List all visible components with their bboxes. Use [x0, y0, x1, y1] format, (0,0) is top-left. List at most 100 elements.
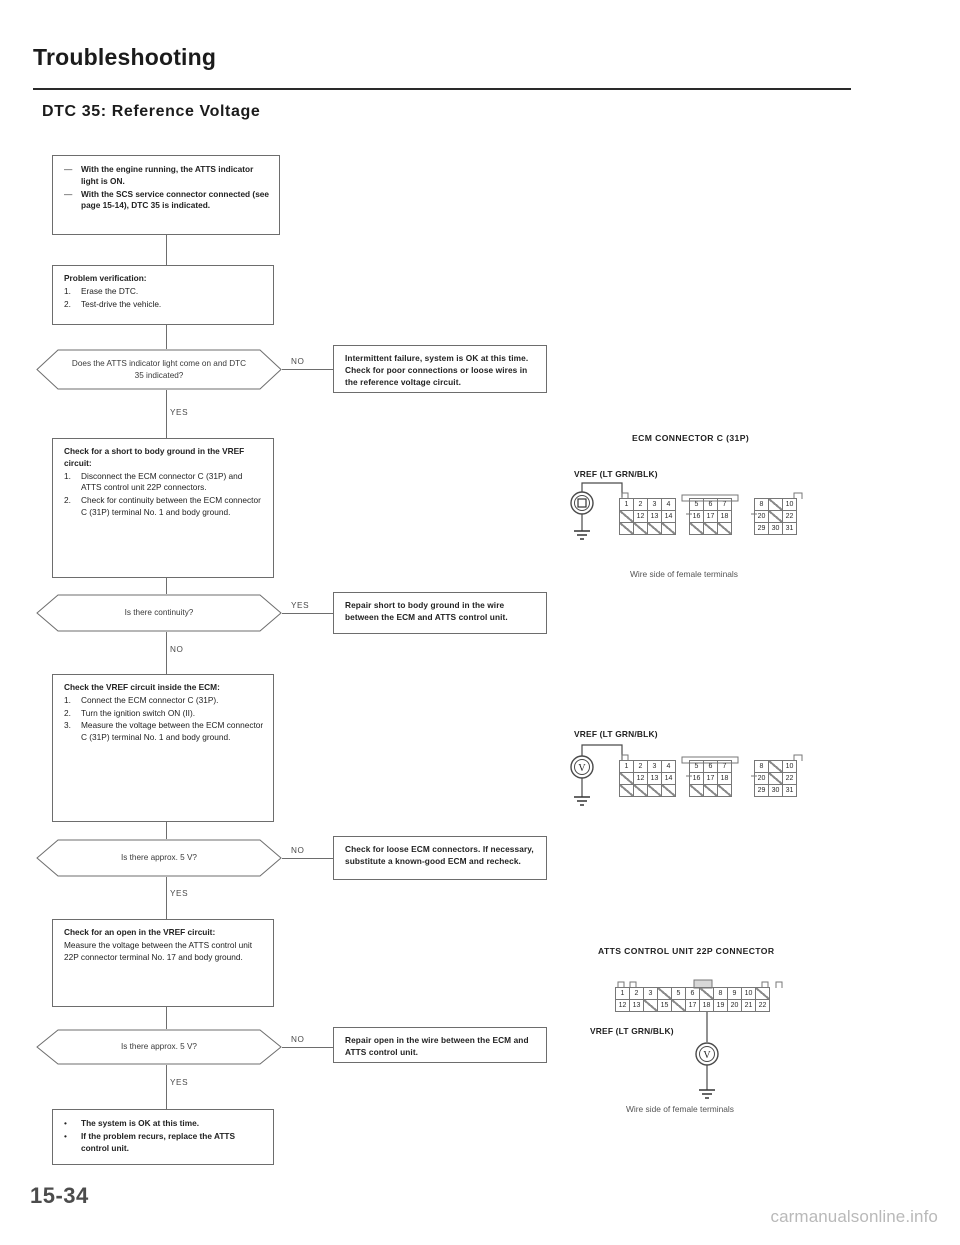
- terminal-row: [619, 784, 676, 797]
- conclusion-box: • The system is OK at this time. • If th…: [52, 1109, 274, 1165]
- svg-text:V: V: [578, 763, 586, 774]
- step-marker: 3.: [64, 720, 71, 731]
- check-open-box: Check for an open in the VREF circuit: M…: [52, 919, 274, 1007]
- flow-connector: [166, 578, 167, 594]
- wire-label: VREF (LT GRN/BLK): [574, 469, 658, 479]
- flow-connector: [282, 613, 333, 614]
- step-marker: 2.: [64, 298, 71, 309]
- header-divider: [33, 88, 851, 90]
- decision-continuity: Is there continuity?: [36, 594, 282, 632]
- check-short-box: Check for a short to body ground in the …: [52, 438, 274, 578]
- terminal-cell: 20: [727, 999, 742, 1012]
- diagram-caption: Wire side of female terminals: [630, 569, 738, 579]
- terminal-group: 8 10 20 22 29 30 31: [754, 760, 797, 797]
- flow-connector: [282, 858, 333, 859]
- terminal-cell-blank: [647, 522, 662, 535]
- terminal-cell-blank: [643, 999, 658, 1012]
- decision-indicator-light: Does the ATTS indicator light come on an…: [36, 349, 282, 390]
- terminal-cell: 15: [657, 999, 672, 1012]
- terminal-cell-blank: [619, 522, 634, 535]
- terminal-cell-blank: [661, 522, 676, 535]
- svg-text:V: V: [703, 1050, 711, 1061]
- terminal-cell: 30: [768, 784, 783, 797]
- terminal-cell: 29: [754, 784, 769, 797]
- terminal-cell: 18: [699, 999, 714, 1012]
- terminal-cell-blank: [647, 784, 662, 797]
- flow-connector: [166, 325, 167, 349]
- terminal-cell-blank: [703, 522, 718, 535]
- hexagon-shape: [36, 349, 282, 390]
- step-marker: 2.: [64, 495, 71, 506]
- step-marker: 1.: [64, 470, 71, 481]
- conclusion-line: • The system is OK at this time.: [64, 1118, 200, 1128]
- diagram-ecm-connector-c-ohmmeter: ECM CONNECTOR C (31P) VREF (LT GRN/BLK) …: [560, 425, 940, 595]
- symptom-box: — With the engine running, the ATTS indi…: [52, 155, 280, 235]
- dash-marker: —: [64, 164, 73, 174]
- symptom-line: — With the SCS service connector connect…: [64, 188, 270, 211]
- symptom-line: — With the engine running, the ATTS indi…: [64, 164, 254, 186]
- problem-verification-box: Problem verification: 1. Erase the DTC. …: [52, 265, 274, 325]
- page-title: Troubleshooting: [33, 44, 217, 70]
- terminal-group: 5 6 7 16 17 18: [689, 760, 732, 797]
- ohmmeter-symbol: [570, 482, 623, 540]
- voltmeter-symbol: V: [570, 744, 623, 806]
- terminal-cell: 22: [755, 999, 770, 1012]
- decision-text: Is there approx. 5 V?: [120, 853, 197, 863]
- terminal-group: 5 6 7 16 17 18: [689, 498, 732, 535]
- terminal-cell: 29: [754, 522, 769, 535]
- section-title: DTC 35: Reference Voltage: [42, 103, 261, 120]
- branch-label-yes: YES: [170, 1078, 189, 1087]
- terminal-row: [689, 522, 732, 535]
- terminal-cell-blank: [661, 784, 676, 797]
- terminal-cell-blank: [717, 522, 732, 535]
- terminal-group: 1 2 3 4 12 13 14: [619, 760, 676, 797]
- hexagon-shape: [36, 1029, 282, 1065]
- terminal-cell-blank: [717, 784, 732, 797]
- step-marker: 1.: [64, 694, 71, 705]
- decision-voltage-atts: Is there approx. 5 V?: [36, 1029, 282, 1065]
- check-ecm-box: Check the VREF circuit inside the ECM: 1…: [52, 674, 274, 822]
- terminal-cell: 17: [685, 999, 700, 1012]
- terminal-cell-blank: [689, 522, 704, 535]
- terminal-row: 29 30 31: [754, 784, 797, 797]
- decision-text: Is there continuity?: [124, 608, 194, 618]
- flow-connector: [166, 1065, 167, 1109]
- step-item: 1. Connect the ECM connector C (31P).: [64, 694, 219, 705]
- decision-voltage-ecm: Is there approx. 5 V?: [36, 839, 282, 877]
- decision-text: Does the ATTS indicator light come on an…: [71, 359, 247, 380]
- terminal-group: 1 2 3 4 12 13 14: [619, 498, 676, 535]
- result-repair-short: Repair short to body ground in the wire …: [333, 592, 547, 634]
- terminal-cell: 31: [782, 522, 797, 535]
- step-item: 2. Test-drive the vehicle.: [64, 298, 162, 309]
- branch-label-no: NO: [291, 1035, 305, 1044]
- flow-connector: [166, 632, 167, 674]
- terminal-group: 1 2 3 5 6 8 9 10 12 13 15 17 18 19: [615, 987, 770, 1012]
- flow-connector: [166, 877, 167, 919]
- flow-connector: [282, 369, 333, 370]
- step-marker: 1.: [64, 285, 71, 296]
- result-intermittent-failure: Intermittent failure, system is OK at th…: [333, 345, 547, 393]
- result-loose-ecm-connectors: Check for loose ECM connectors. If neces…: [333, 836, 547, 880]
- step-item: 2. Check for continuity between the ECM …: [64, 495, 261, 517]
- terminal-row: [619, 522, 676, 535]
- wire-label: VREF (LT GRN/BLK): [590, 1026, 674, 1036]
- flow-connector: [282, 1047, 333, 1048]
- terminal-cell: 30: [768, 522, 783, 535]
- diagram-caption: Wire side of female terminals: [626, 1104, 734, 1114]
- step-item: 2. Turn the ignition switch ON (II).: [64, 707, 196, 718]
- flow-connector: [166, 1007, 167, 1029]
- hexagon-shape: [36, 594, 282, 632]
- decision-text: Is there approx. 5 V?: [120, 1042, 197, 1052]
- hexagon-shape: [36, 839, 282, 877]
- result-repair-open: Repair open in the wire between the ECM …: [333, 1027, 547, 1063]
- step-item: 1. Erase the DTC.: [64, 285, 139, 296]
- flow-connector: [166, 822, 167, 839]
- box-heading: Check the VREF circuit inside the ECM:: [64, 682, 220, 692]
- terminal-cell: 12: [615, 999, 630, 1012]
- page-number: 15-34: [30, 1183, 89, 1208]
- diagram-ecm-connector-c-voltmeter: VREF (LT GRN/BLK) V 1 2 3 4 12 1: [560, 725, 940, 845]
- voltmeter-symbol: V: [695, 1012, 719, 1099]
- flow-connector: [166, 390, 167, 438]
- branch-label-yes: YES: [170, 408, 189, 417]
